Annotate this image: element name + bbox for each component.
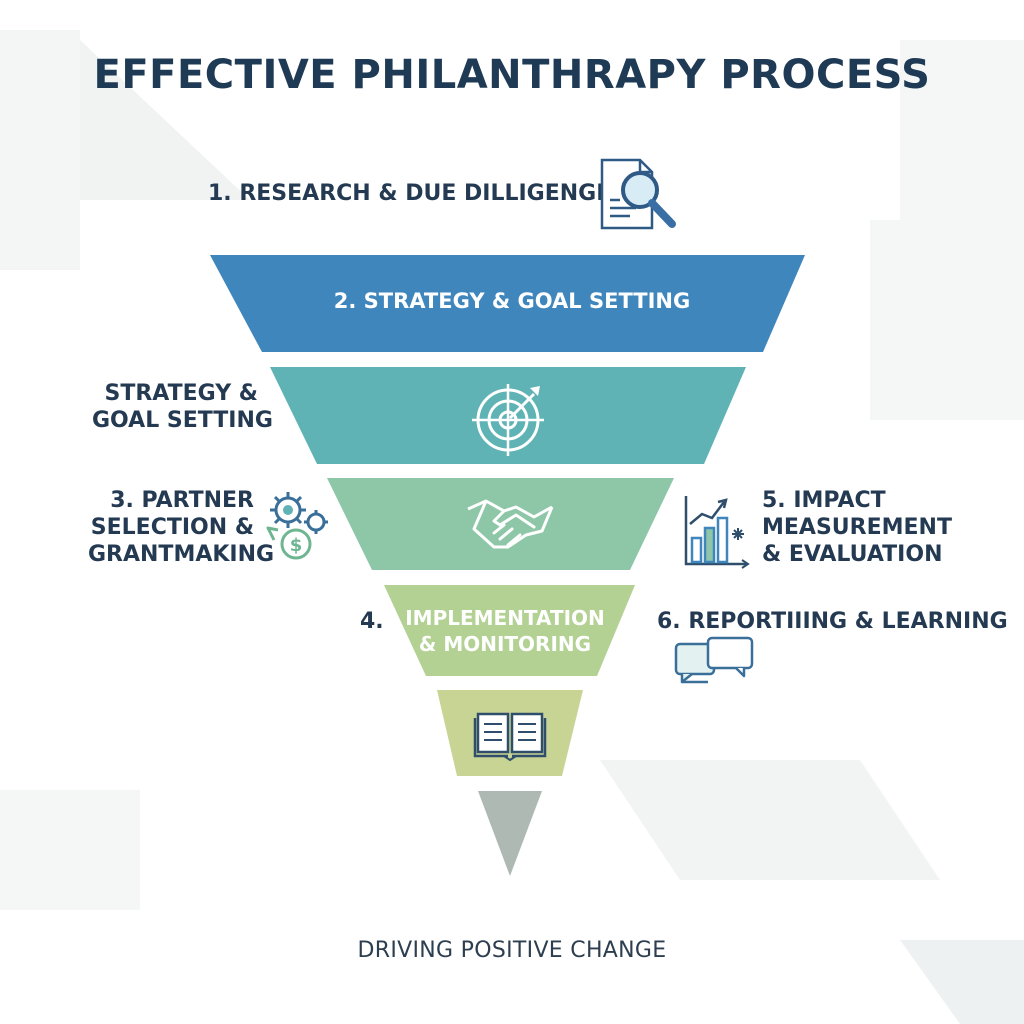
handshake-icon <box>467 499 554 549</box>
footer-tagline: DRIVING POSITIVE CHANGE <box>357 938 667 963</box>
band4-line1: IMPLEMENTATION <box>405 606 605 630</box>
funnel-band-1 <box>210 255 805 352</box>
band1-label: 2. STRATEGY & GOAL SETTING <box>333 289 691 313</box>
right-reporting-label: 6. REPORTIIING & LEARNING <box>657 609 1008 634</box>
left-partner-label: 3. PARTNER SELECTION & GRANTMAKING <box>88 487 275 568</box>
right-impact-label: 5. IMPACT MEASUREMENT & EVALUATION <box>762 487 952 568</box>
left-partner-line1: 3. PARTNER <box>110 488 254 513</box>
band4-label: IMPLEMENTATION & MONITORING <box>400 605 610 657</box>
right-impact-line2: MEASUREMENT <box>762 515 952 540</box>
open-book-icon <box>473 712 547 762</box>
funnel-band-4 <box>384 585 635 676</box>
funnel-band-5 <box>437 690 583 776</box>
document-magnifier-icon <box>600 158 676 230</box>
step1-label: 1. RESEARCH & DUE DILLIGENGE <box>208 181 612 206</box>
funnel-band-6 <box>478 791 542 876</box>
target-arrow-icon <box>472 384 544 456</box>
svg-text:$: $ <box>290 535 303 556</box>
left-strategy-line2: GOAL SETTING <box>92 408 273 433</box>
gears-dollar-icon: $ <box>266 492 328 560</box>
left-partner-line2: SELECTION & <box>90 515 254 540</box>
band4-line2: & MONITORING <box>418 632 592 656</box>
left-strategy-line1: STRATEGY & <box>104 381 259 406</box>
right-impact-line1: 5. IMPACT <box>762 488 886 513</box>
chat-bubbles-icon <box>674 636 754 684</box>
left-step4-label: 4. <box>360 609 384 634</box>
page-title: EFFECTIVE PHILANTHRAPY PROCESS <box>93 52 931 98</box>
bar-chart-growth-icon <box>684 496 750 569</box>
left-partner-line3: GRANTMAKING <box>88 542 275 567</box>
left-strategy-label: STRATEGY & GOAL SETTING <box>92 380 273 434</box>
right-impact-line3: & EVALUATION <box>762 542 943 567</box>
